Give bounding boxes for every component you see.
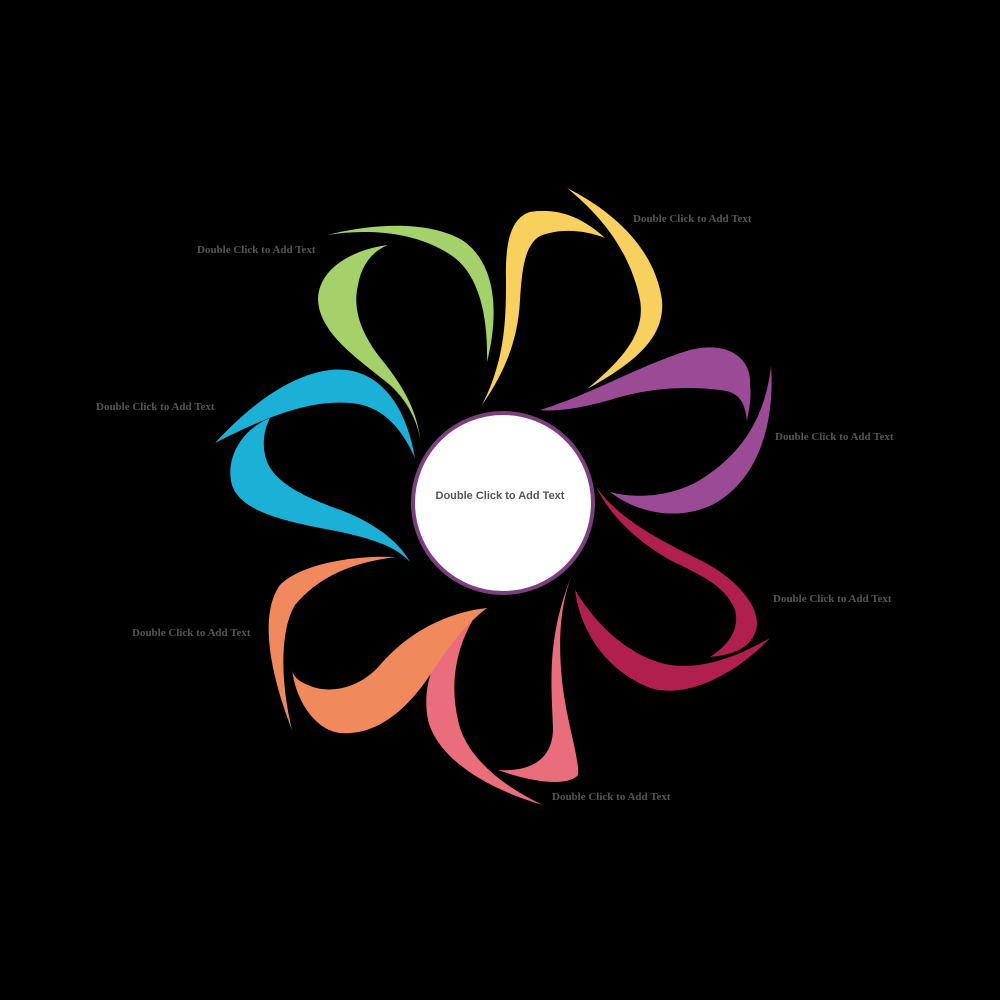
petal-green[interactable] — [318, 225, 494, 446]
petal-label-pink[interactable]: Double Click to Add Text — [552, 791, 671, 803]
petal-pink[interactable] — [426, 575, 579, 805]
petal-purple[interactable] — [540, 347, 772, 514]
petal-yellow[interactable] — [482, 188, 663, 405]
petal-label-yellow[interactable]: Double Click to Add Text — [633, 213, 752, 225]
petal-orange[interactable] — [268, 556, 487, 734]
center-circle[interactable] — [411, 411, 595, 595]
petal-label-purple[interactable]: Double Click to Add Text — [775, 431, 894, 443]
petal-blue[interactable] — [215, 369, 415, 562]
petal-crimson[interactable] — [575, 487, 770, 691]
petal-label-orange[interactable]: Double Click to Add Text — [132, 627, 251, 639]
petal-label-blue[interactable]: Double Click to Add Text — [96, 401, 215, 413]
center-text[interactable]: Double Click to Add Text — [435, 490, 565, 502]
petal-label-green[interactable]: Double Click to Add Text — [197, 244, 316, 256]
petal-label-crimson[interactable]: Double Click to Add Text — [773, 593, 892, 605]
